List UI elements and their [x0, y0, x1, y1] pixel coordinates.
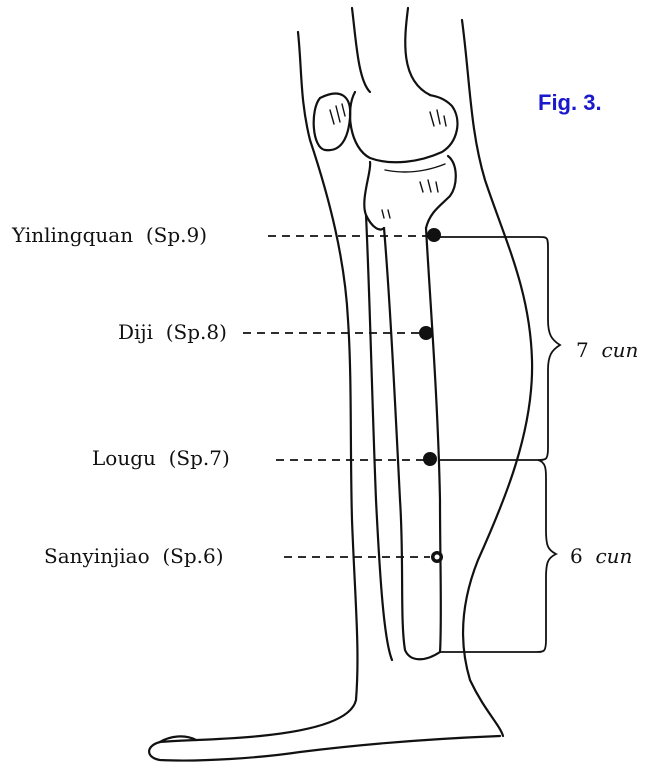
point-lougu — [423, 452, 437, 466]
point-code: (Sp.6) — [162, 544, 223, 568]
measure-bracket-7-cun — [440, 237, 560, 460]
measurement-value: 7 — [576, 338, 589, 362]
label-lougu: Lougu (Sp.7) — [92, 448, 230, 468]
figure-caption: Fig. 3. — [538, 92, 602, 114]
point-name: Lougu — [92, 446, 156, 470]
point-diji — [419, 326, 433, 340]
point-code: (Sp.9) — [146, 223, 207, 247]
point-code: (Sp.8) — [166, 320, 227, 344]
point-name: Yinlingquan — [12, 223, 133, 247]
measurement-unit: cun — [595, 544, 632, 568]
point-name: Sanyinjiao — [44, 544, 150, 568]
measurement-6-cun: 6 cun — [570, 546, 632, 566]
measurement-unit: cun — [601, 338, 638, 362]
measurement-value: 6 — [570, 544, 583, 568]
label-sanyinjiao: Sanyinjiao (Sp.6) — [44, 546, 224, 566]
point-name: Diji — [118, 320, 153, 344]
measurement-7-cun: 7 cun — [576, 340, 638, 360]
measure-bracket-6-cun — [440, 460, 556, 652]
label-yinlingquan: Yinlingquan (Sp.9) — [12, 225, 207, 245]
point-code: (Sp.7) — [169, 446, 230, 470]
label-diji: Diji (Sp.8) — [118, 322, 227, 342]
point-yinlingquan — [427, 228, 441, 242]
